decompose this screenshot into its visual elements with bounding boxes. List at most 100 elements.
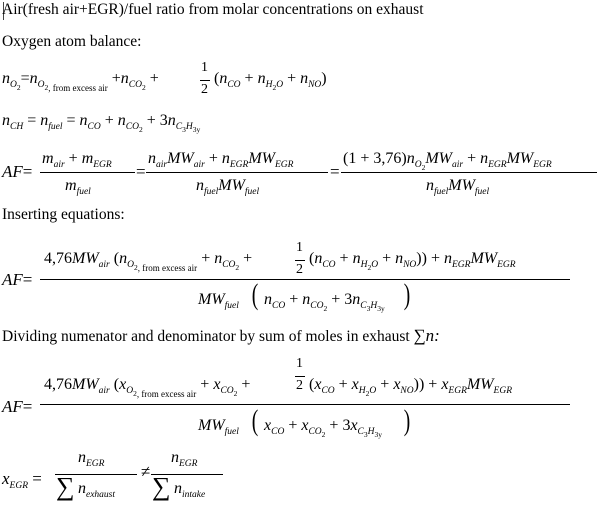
eq-coef: 4,76 (44, 376, 72, 393)
not-equal-sign: ≠ (141, 462, 151, 481)
section-oxygen-heading: Oxygen atom balance: (2, 33, 142, 50)
eq-symbol: n (300, 70, 309, 87)
eq-plus: + (111, 70, 121, 87)
eq-sub: EGR (533, 160, 552, 170)
eq-plus: + (208, 150, 218, 167)
eq-sub: O (276, 80, 284, 90)
eq-plus: + (200, 376, 210, 393)
eq-symbol: MW (425, 150, 452, 167)
eq-plus: + (104, 112, 114, 129)
eq-symbol: MW (72, 376, 99, 393)
eq-sub: CO (308, 427, 322, 437)
eq-sub: CO (222, 260, 236, 270)
eq-sub: air (98, 260, 110, 270)
eq-equals: = (27, 112, 37, 129)
eq-sub: O (127, 260, 134, 270)
eq-subsub: 2 (133, 389, 137, 398)
eq-sub: EGR (488, 160, 507, 170)
eq-plus: + (382, 250, 392, 267)
eq-subsub: 2 (323, 304, 328, 313)
eq-sub: C (360, 301, 367, 311)
eq-symbol: n (221, 150, 230, 167)
eq-equals: = (22, 397, 33, 416)
eq-symbol: n (78, 449, 86, 466)
eq-plus: + (329, 417, 339, 434)
eq-sub: C (357, 427, 364, 437)
eq-symbol: x (314, 376, 322, 393)
eq-sub: O (371, 260, 379, 270)
eq-subsub: 2 (138, 125, 143, 134)
eq-sub: fuel (474, 187, 490, 197)
eq-plus: + (339, 250, 349, 267)
eq-sub: EGR (448, 386, 467, 396)
eq-plus: + (380, 376, 390, 393)
eq-symbol: AF (2, 397, 23, 416)
fraction-bar (40, 279, 570, 280)
half-numerator: 1 (201, 60, 208, 75)
fraction-bar (55, 474, 137, 475)
eq-sub: EGR (9, 481, 29, 491)
section-dividing-heading: Dividing numenator and denominator by su… (2, 327, 440, 346)
eq-plus: + (428, 376, 438, 393)
eq-plus: + (331, 291, 341, 308)
eq-sub: EGR (493, 386, 513, 396)
eq-symbol: n (2, 70, 10, 87)
eq-symbol: n (214, 250, 223, 267)
eq-sub: air (53, 160, 65, 170)
eq-sub: fuel (434, 187, 449, 197)
eq-coef: 3 (159, 112, 168, 129)
right-paren: ) (403, 404, 411, 437)
left-paren: ( (251, 404, 259, 437)
eq-sub: H (360, 260, 368, 270)
eq-subsub: 2 (321, 430, 326, 439)
eq-symbol: n (120, 70, 129, 87)
eq-equals: = (32, 469, 42, 488)
section-inserting-heading: Inserting equations: (2, 206, 125, 223)
eq-symbol: n (443, 250, 452, 267)
eq-coef: 4,76 (44, 250, 72, 267)
eq-symbol: n (148, 150, 156, 167)
eq-subsub: 2 (365, 389, 370, 398)
eq-coef: 3 (342, 417, 351, 434)
eq-sub: H (185, 122, 193, 132)
eq-sub: H (358, 386, 366, 396)
left-paren: ( (251, 278, 259, 311)
eq-sub: H (265, 80, 273, 90)
eq-symbol: x (119, 376, 127, 393)
eq-symbol: x (264, 417, 272, 434)
eq-subsub: 2 (367, 263, 372, 272)
fraction-bar (151, 474, 223, 475)
eq-symbol: n (2, 112, 10, 129)
sum-symbol: ∑ (152, 472, 171, 501)
eq-symbol: n (352, 250, 361, 267)
eq-plus: + (146, 112, 156, 129)
eq-symbol: n (257, 70, 266, 87)
eq-sub: fuel (204, 187, 219, 197)
eq-symbol: n (171, 449, 179, 466)
eq-plus: + (68, 150, 78, 167)
eq-symbol: MW (218, 177, 245, 194)
eq-symbol: n (40, 112, 49, 129)
eq-sub: EGR (179, 459, 198, 469)
eq-symbol: m (42, 150, 54, 167)
eq-symbol: MW (506, 150, 534, 167)
eq-sub: fuel (76, 187, 91, 197)
eq-symbol: MW (448, 177, 475, 194)
half-fraction-bar (295, 260, 305, 261)
eq-symbol: MW (248, 150, 275, 167)
eq-equals: = (66, 112, 76, 129)
eq-sub: CO (128, 80, 142, 90)
eq-symbol: MW (72, 250, 99, 267)
eq-symbol: x (301, 417, 309, 434)
eq-sub: fuel (224, 427, 239, 437)
eq-symbol: x (393, 376, 401, 393)
eq-symbol: n (395, 250, 404, 267)
eq-symbol: AF (2, 162, 23, 181)
eq-sub: EGR (93, 160, 112, 170)
dividing-text: Dividing numenator and denominator by su… (2, 328, 410, 345)
eq-sub: fuel (224, 301, 239, 311)
eq-symbol: n (79, 112, 88, 129)
eq-symbol: n (302, 291, 311, 308)
eq-symbol: n (117, 112, 126, 129)
eq-sub: CO (321, 386, 335, 396)
